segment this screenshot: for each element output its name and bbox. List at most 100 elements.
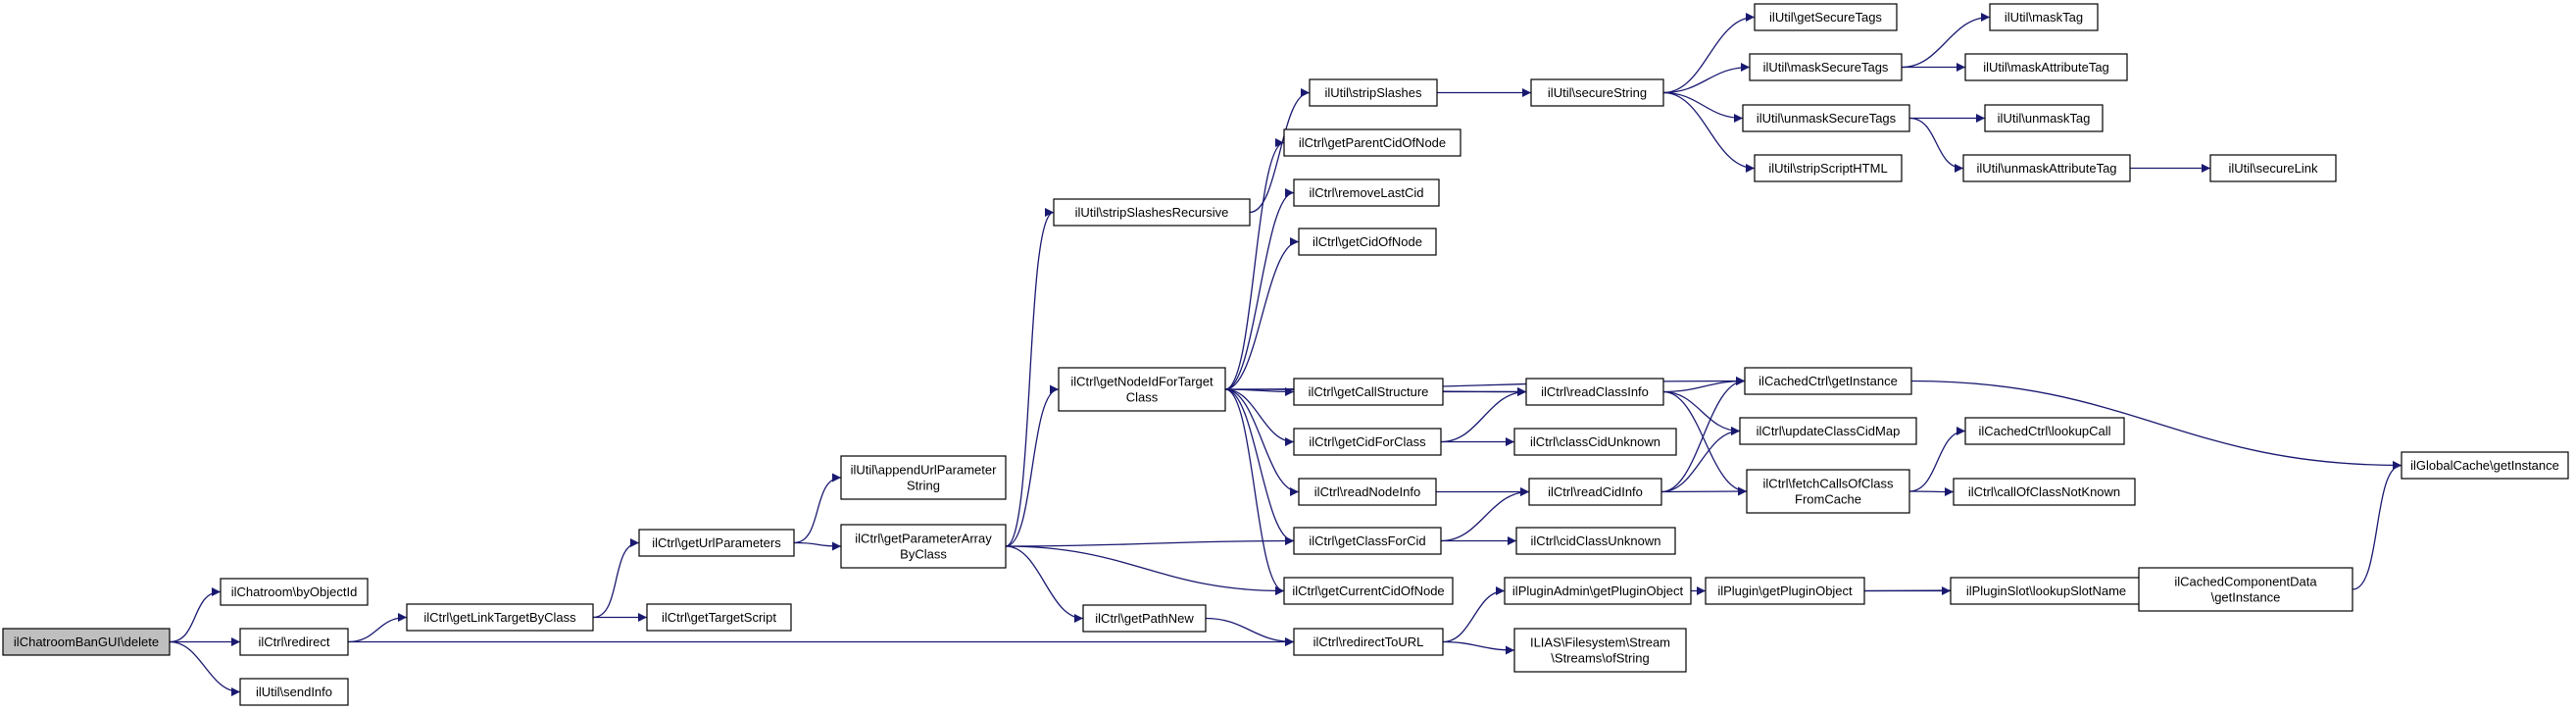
node-secureString[interactable]: ilUtil\secureString xyxy=(1530,78,1664,107)
node-sendInfo[interactable]: ilUtil\sendInfo xyxy=(239,678,349,706)
edge-getUrlParameters-to-appendUrlParameterString xyxy=(793,473,842,544)
node-updateClassCidMap[interactable]: ilCtrl\updateClassCidMap xyxy=(1739,417,1917,445)
node-label: \getInstance xyxy=(2211,590,2281,605)
node-box xyxy=(1989,3,2099,31)
node-getCallStructure[interactable]: ilCtrl\getCallStructure xyxy=(1293,378,1444,406)
node-removeLastCid[interactable]: ilCtrl\removeLastCid xyxy=(1293,178,1440,207)
node-box xyxy=(1744,367,1912,395)
node-label: ilUtil\stripScriptHTML xyxy=(1768,161,1887,176)
node-box xyxy=(2138,567,2353,612)
node-unmaskSecureTags[interactable]: ilUtil\unmaskSecureTags xyxy=(1742,104,1910,132)
node-getUrlParameters[interactable]: ilCtrl\getUrlParameters xyxy=(638,529,795,557)
node-label: ilCachedCtrl\lookupCall xyxy=(1978,424,2110,438)
edge-cachedComponentData-to-globalCache xyxy=(2352,461,2403,590)
node-label: ByClass xyxy=(900,547,947,562)
edge-getParameterArrayByClass-to-getClassForCid xyxy=(1005,536,1295,547)
node-box xyxy=(840,455,1007,500)
edge-readCidInfo-to-cachedCtrlGetInstance xyxy=(1660,377,1746,493)
node-getTargetScript[interactable]: ilCtrl\getTargetScript xyxy=(646,603,792,632)
edge-readClassInfo-to-fetchCallsOfClassFromCache xyxy=(1662,390,1748,496)
node-maskSecureTags[interactable]: ilUtil\maskSecureTags xyxy=(1749,53,1903,81)
node-box xyxy=(1293,428,1442,456)
node-box xyxy=(1053,198,1251,227)
node-root[interactable]: ilChatroomBanGUI\delete xyxy=(2,628,171,656)
node-box xyxy=(220,578,369,606)
node-readClassInfo[interactable]: ilCtrl\readClassInfo xyxy=(1525,378,1664,406)
node-box xyxy=(1513,428,1677,456)
edge-getNodeIdForTargetClass-to-getParentCidOfNode xyxy=(1224,138,1285,390)
node-box xyxy=(1298,478,1437,506)
node-globalCache[interactable]: ilGlobalCache\getInstance xyxy=(2401,451,2569,480)
node-stripSlashesRecursive[interactable]: ilUtil\stripSlashesRecursive xyxy=(1053,198,1251,227)
node-label: ilUtil\unmaskTag xyxy=(1998,111,2091,126)
node-callOfClassNotKnown[interactable]: ilCtrl\callOfClassNotKnown xyxy=(1953,478,2136,506)
node-box xyxy=(1293,378,1444,406)
edge-redirect-to-getLinkTargetByClass xyxy=(347,613,408,643)
node-label: ilUtil\stripSlashesRecursive xyxy=(1075,205,1229,220)
node-label: ilUtil\sendInfo xyxy=(256,685,332,699)
node-box xyxy=(840,524,1007,569)
node-stripSlashes[interactable]: ilUtil\stripSlashes xyxy=(1309,78,1438,107)
node-stripScriptHTML[interactable]: ilUtil\stripScriptHTML xyxy=(1754,154,1903,182)
node-getCidOfNode[interactable]: ilCtrl\getCidOfNode xyxy=(1298,228,1437,256)
node-box xyxy=(1513,628,1687,673)
node-cachedCtrlGetInstance[interactable]: ilCachedCtrl\getInstance xyxy=(1744,367,1912,395)
node-label: ilUtil\unmaskSecureTags xyxy=(1757,111,1897,126)
node-label: ilPluginAdmin\getPluginObject xyxy=(1512,584,1684,598)
node-readNodeInfo[interactable]: ilCtrl\readNodeInfo xyxy=(1298,478,1437,506)
node-redirect[interactable]: ilCtrl\redirect xyxy=(239,628,349,656)
edge-getParameterArrayByClass-to-stripSlashesRecursive xyxy=(1005,208,1055,547)
node-box xyxy=(1298,228,1437,256)
node-box xyxy=(1058,367,1226,412)
node-getLinkTargetByClass[interactable]: ilCtrl\getLinkTargetByClass xyxy=(406,603,594,632)
node-label: ilChatroomBanGUI\delete xyxy=(14,635,159,649)
node-getCurrentCidOfNode[interactable]: ilCtrl\getCurrentCidOfNode xyxy=(1283,577,1454,605)
node-unmaskAttributeTag[interactable]: ilUtil\unmaskAttributeTag xyxy=(1962,154,2131,182)
edge-getUrlParameters-to-getParameterArrayByClass xyxy=(793,541,842,551)
node-getPathNew[interactable]: ilCtrl\getPathNew xyxy=(1082,604,1207,633)
node-label: ILIAS\Filesystem\Stream xyxy=(1530,635,1670,650)
node-box xyxy=(2401,451,2569,480)
node-box xyxy=(239,628,349,656)
node-getCidForClass[interactable]: ilCtrl\getCidForClass xyxy=(1293,428,1442,456)
node-label: String xyxy=(907,479,940,493)
node-box xyxy=(1525,378,1664,406)
node-getSecureTags[interactable]: ilUtil\getSecureTags xyxy=(1754,3,1898,31)
node-maskTag[interactable]: ilUtil\maskTag xyxy=(1989,3,2099,31)
node-lookupCall[interactable]: ilCachedCtrl\lookupCall xyxy=(1964,417,2125,445)
edge-fetchCallsOfClassFromCache-to-callOfClassNotKnown xyxy=(1908,486,1955,496)
node-box xyxy=(1504,577,1692,605)
node-label: ilCtrl\getPathNew xyxy=(1095,611,1194,626)
node-getParentCidOfNode[interactable]: ilCtrl\getParentCidOfNode xyxy=(1283,128,1461,157)
node-label: \Streams\ofString xyxy=(1551,651,1649,666)
node-classCidUnknown[interactable]: ilCtrl\classCidUnknown xyxy=(1513,428,1677,456)
edge-unmaskSecureTags-to-unmaskAttributeTag xyxy=(1908,117,1964,173)
node-ofString[interactable]: ILIAS\Filesystem\Stream\Streams\ofString xyxy=(1513,628,1687,673)
node-box xyxy=(1283,577,1454,605)
node-label: ilCtrl\readClassInfo xyxy=(1541,384,1649,399)
node-cachedComponentData[interactable]: ilCachedComponentData\getInstance xyxy=(2138,567,2353,612)
node-label: ilCtrl\classCidUnknown xyxy=(1530,434,1660,449)
node-pluginGetPluginObject[interactable]: ilPlugin\getPluginObject xyxy=(1705,577,1865,605)
node-unmaskTag[interactable]: ilUtil\unmaskTag xyxy=(1984,104,2104,132)
node-getClassForCid[interactable]: ilCtrl\getClassForCid xyxy=(1293,527,1442,555)
edge-cachedCtrlGetInstance-to-globalCache xyxy=(1910,380,2403,470)
node-byObjectId[interactable]: ilChatroom\byObjectId xyxy=(220,578,369,606)
node-redirectToURL[interactable]: ilCtrl\redirectToURL xyxy=(1293,628,1444,656)
node-box xyxy=(239,678,349,706)
node-label: ilGlobalCache\getInstance xyxy=(2410,458,2559,473)
node-label: ilCtrl\getNodeIdForTarget xyxy=(1070,375,1214,389)
node-cidClassUnknown[interactable]: ilCtrl\cidClassUnknown xyxy=(1515,527,1676,555)
node-maskAttributeTag[interactable]: ilUtil\maskAttributeTag xyxy=(1964,53,2128,81)
node-readCidInfo[interactable]: ilCtrl\readCidInfo xyxy=(1528,478,1662,506)
node-getPluginObjectAdmin[interactable]: ilPluginAdmin\getPluginObject xyxy=(1504,577,1692,605)
node-box xyxy=(1528,478,1662,506)
node-lookupSlotName[interactable]: ilPluginSlot\lookupSlotName xyxy=(1950,577,2143,605)
node-box xyxy=(2,628,171,656)
node-secureLink[interactable]: ilUtil\secureLink xyxy=(2209,154,2337,182)
node-label: ilCtrl\readNodeInfo xyxy=(1314,484,1420,499)
